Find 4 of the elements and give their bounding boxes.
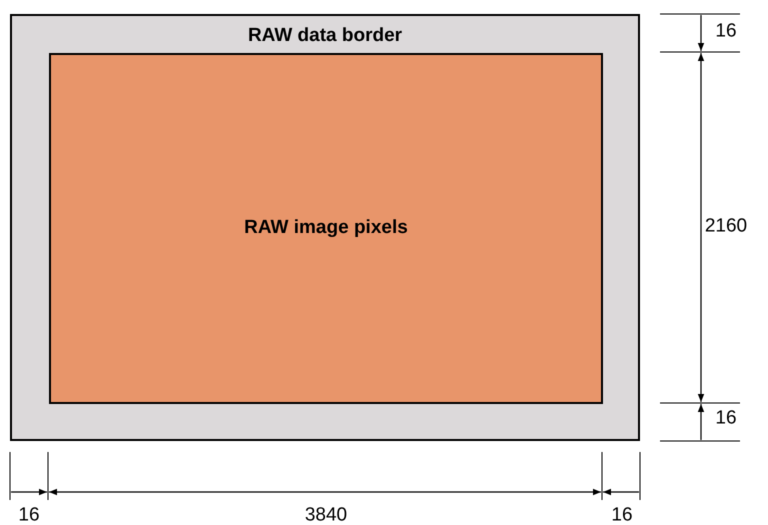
region-box xyxy=(10,14,640,441)
region-label: RAW image pixels xyxy=(244,216,408,240)
region-box xyxy=(49,53,603,404)
region-label: RAW data border xyxy=(246,24,404,48)
